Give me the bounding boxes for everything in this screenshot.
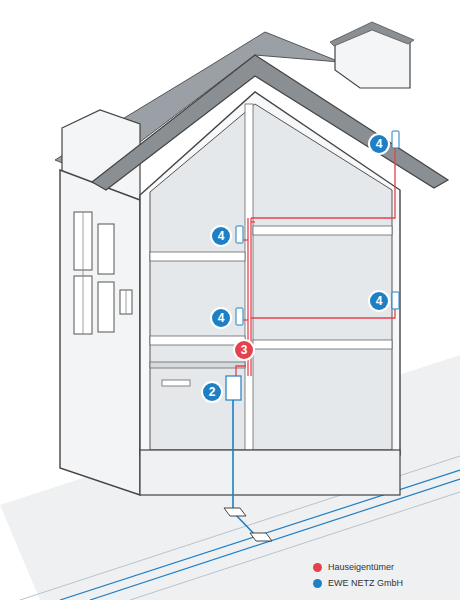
legend-row: EWE NETZ GmbH	[313, 578, 403, 588]
callout-number: 3	[235, 341, 253, 359]
legend-text: Hauseigentümer	[328, 562, 394, 572]
legend-text: EWE NETZ GmbH	[328, 578, 403, 588]
legend-swatch	[313, 579, 322, 588]
legend-row: Hauseigentümer	[313, 562, 394, 572]
callout-number: 4	[370, 135, 388, 153]
callout-number: 4	[370, 292, 388, 310]
callout-number: 4	[212, 309, 230, 327]
legend-swatch	[313, 563, 322, 572]
callout-number: 4	[212, 227, 230, 245]
callout-number: 2	[203, 383, 221, 401]
